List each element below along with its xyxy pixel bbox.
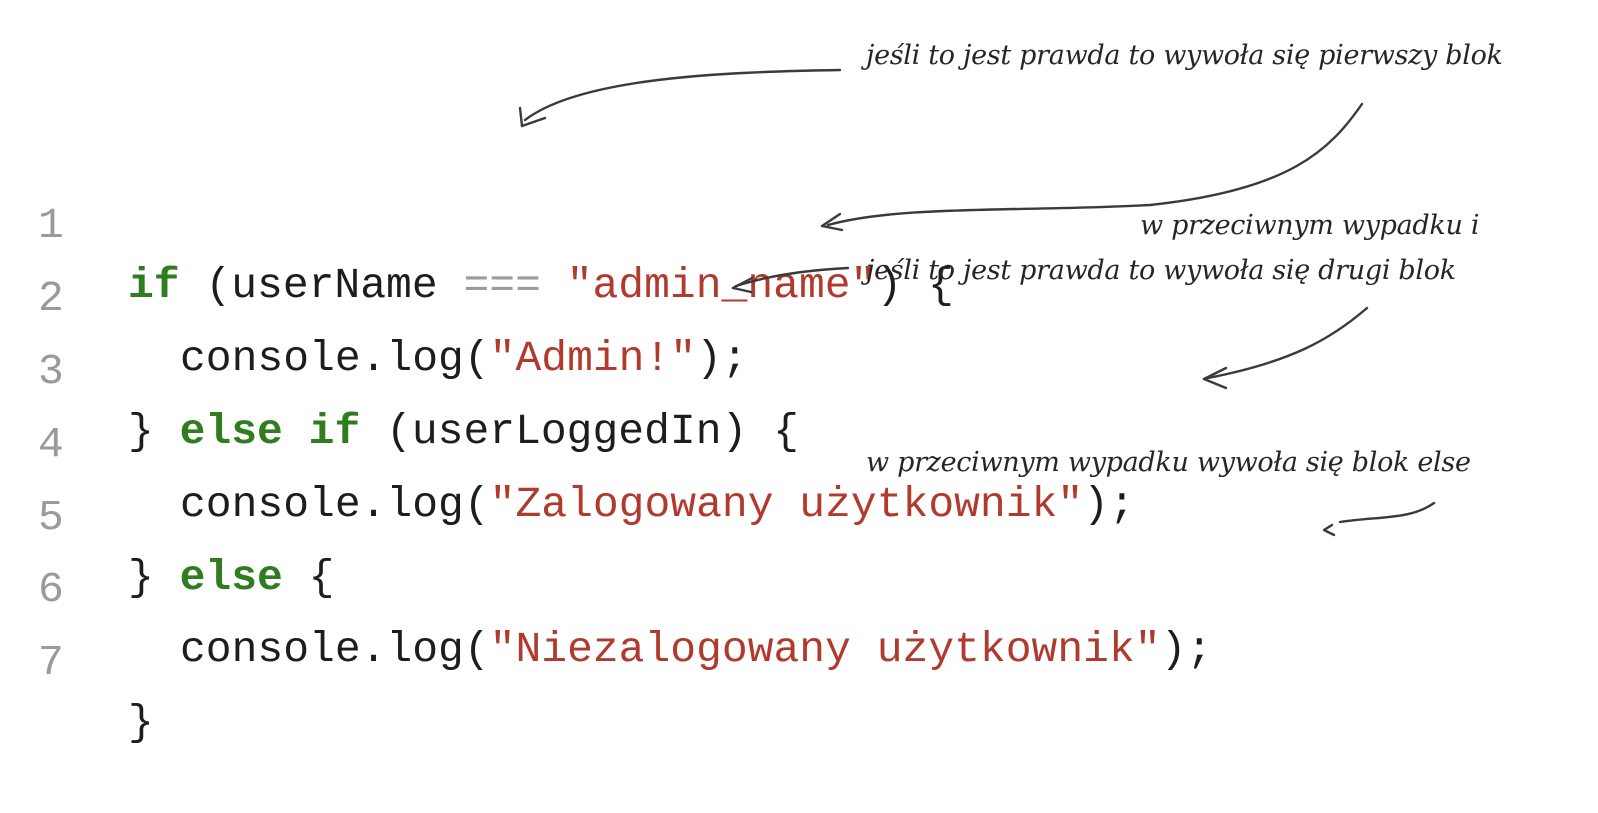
code-line-1: 1 if (userName === "admin_name") {: [0, 136, 1100, 310]
arrow-to-else-block: [1322, 501, 1436, 537]
console-log-call: console.log(: [180, 625, 490, 674]
keyword-else: else: [179, 407, 283, 456]
console-log-call: console.log(: [180, 334, 490, 383]
console-log-call: console.log(: [180, 480, 490, 529]
line-number: 4: [38, 420, 64, 469]
code-annotation-diagram: 1 if (userName === "admin_name") { 2 con…: [0, 40, 1503, 747]
code-line-4: 4 console.log("Zalogowany użytkownik");: [0, 355, 1250, 529]
arrow-to-condition-1: [518, 68, 842, 128]
condition: (userLoggedIn) {: [360, 407, 799, 456]
arrow-to-second-block: [1202, 306, 1369, 390]
condition-close: ) {: [876, 261, 954, 310]
keyword-if: if: [128, 261, 180, 310]
code-line-2: 2 console.log("Admin!");: [0, 209, 1100, 383]
line-number: 2: [38, 274, 64, 323]
code-line-3: 3 } else if (userLoggedIn) {: [0, 282, 1100, 456]
line-number: 3: [38, 347, 64, 396]
line-number: 1: [38, 201, 64, 250]
closing-brace: }: [128, 407, 180, 456]
keyword-if: if: [308, 407, 361, 456]
closing-brace: }: [128, 553, 180, 602]
condition-open: (userName: [179, 261, 464, 310]
strict-equality-operator: ===: [463, 261, 541, 310]
string-literal: "Zalogowany użytkownik": [489, 480, 1084, 529]
annotation-otherwise-line2: jeśli to jest prawda to wywoła się drugi…: [866, 255, 1456, 286]
string-literal: "Admin!": [489, 334, 697, 383]
annotation-arrows: [518, 68, 1436, 537]
annotation-else-block: w przeciwnym wypadku wywoła się blok els…: [866, 447, 1471, 478]
arrow-to-first-block: [820, 102, 1364, 232]
annotation-otherwise-line1: w przeciwnym wypadku i: [1140, 210, 1480, 241]
annotation-first-block: jeśli to jest prawda to wywoła się pierw…: [866, 40, 1503, 71]
line-number: 5: [38, 493, 64, 542]
keyword-else: else: [179, 553, 283, 602]
code-line-5: 5 } else {: [0, 428, 1100, 602]
closing-brace: }: [128, 698, 154, 747]
line-number: 6: [38, 565, 64, 614]
string-literal: "Niezalogowany użytkownik": [489, 625, 1161, 674]
code-line-6: 6 console.log("Niezalogowany użytkownik"…: [0, 500, 1300, 674]
arrow-to-condition-2: [731, 266, 850, 294]
